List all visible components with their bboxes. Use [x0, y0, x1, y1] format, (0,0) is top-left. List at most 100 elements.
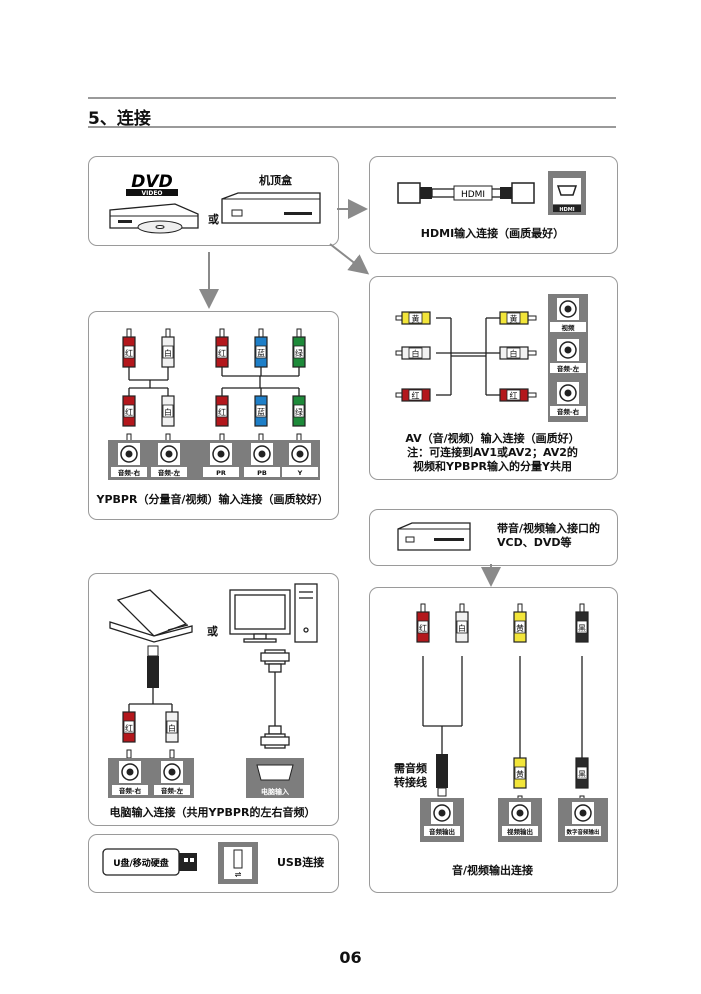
- rca-jack: 视频输出: [502, 802, 538, 836]
- jack-label: 数字音频输出: [566, 828, 600, 836]
- plug-color-label: 白: [458, 623, 466, 633]
- rca-plug: 绿: [292, 395, 306, 443]
- rca-plug: 蓝: [254, 395, 268, 443]
- flow-arrows: [199, 199, 501, 587]
- plug-color-label: 红: [419, 623, 427, 633]
- rca-jack: 音频-右: [112, 761, 148, 795]
- usb-port: ⇌: [218, 842, 258, 884]
- plug-color-label: 白: [510, 349, 518, 359]
- rca-jack: PB: [244, 443, 280, 477]
- rca-jack: 音频-右: [111, 443, 147, 477]
- pc-caption: 电脑输入连接（共用YPBPR的左右音频）: [109, 806, 316, 819]
- plug-color-label: 白: [412, 349, 420, 359]
- rca-plug: 黄: [395, 311, 431, 325]
- dvd-player: DVD VIDEO: [109, 172, 199, 234]
- rca-plug: 白: [165, 711, 179, 759]
- jack-label: 音频-右: [118, 468, 141, 477]
- rca-plug: 黄: [499, 311, 537, 325]
- ypbpr-caption: YPBPR（分量音/视频）输入连接（画质较好）: [96, 493, 329, 506]
- rca-plug: 红: [416, 603, 430, 643]
- rca-plug: 白: [395, 346, 431, 360]
- pc-audio-plugs: 红白: [122, 711, 179, 759]
- set-top-box: [221, 192, 321, 224]
- vga-cable: [260, 649, 290, 749]
- av-caption-line3: 视频和YPBPR输入的分量Y共用: [413, 460, 572, 473]
- jack-label: PR: [216, 469, 226, 477]
- rca-plug: 红: [122, 395, 136, 443]
- rca-plug: 蓝: [254, 328, 268, 368]
- section-title: 5、连接: [88, 109, 151, 129]
- rca-jack: 数字音频输出: [565, 802, 601, 836]
- rca-plug: 黄: [513, 603, 527, 643]
- jack-label: 音频-右: [557, 407, 580, 416]
- rca-plug: 红: [122, 328, 136, 368]
- jack-label: 音频-右: [119, 786, 142, 795]
- plug-color-label: 白: [164, 348, 172, 358]
- rca-jack: Y: [282, 443, 318, 477]
- adapter-label-line2: 转接线: [394, 776, 427, 789]
- ypbpr-wiring: [128, 367, 300, 396]
- vga-port-label: 电脑输入: [261, 787, 289, 796]
- plug-color-label: 黑: [578, 770, 586, 779]
- vcd-player: [397, 522, 471, 551]
- jack-label: 视频输出: [507, 827, 533, 836]
- av-plugs-left: 黄白红: [395, 311, 431, 402]
- plug-color-label: 白: [164, 407, 172, 417]
- dvd-logo-sub: VIDEO: [141, 190, 162, 197]
- jack-label: 音频输出: [429, 827, 455, 836]
- laptop-icon: [109, 589, 193, 643]
- plug-color-label: 绿: [295, 349, 303, 358]
- hdmi-caption: HDMI输入连接（画质最好）: [420, 227, 565, 240]
- rca-jack: 音频-左: [151, 443, 187, 477]
- rca-plug: 绿: [292, 328, 306, 368]
- rca-plug: 红: [499, 388, 537, 402]
- rca-plug: 红: [122, 711, 136, 759]
- desktop-computer-icon: [229, 583, 318, 643]
- usb-symbol-icon: ⇌: [235, 870, 242, 879]
- rca-jack: 音频-左: [550, 339, 586, 373]
- or-label-source: 或: [208, 213, 219, 226]
- header-rule-bottom: [88, 126, 616, 128]
- plug-color-label: 红: [125, 348, 133, 358]
- jack-label: 音频-左: [161, 786, 184, 795]
- av-out-bottom-plugs: 黄黑: [513, 757, 589, 805]
- plug-color-label: 白: [168, 723, 176, 733]
- rca-jack: 视频: [550, 298, 586, 332]
- av-out-wiring: [422, 656, 583, 758]
- av-out-plugs: 红白黄黑: [416, 603, 589, 643]
- hdmi-cable: HDMI: [397, 182, 535, 204]
- plug-color-label: 绿: [295, 408, 303, 417]
- jack-label: PB: [257, 469, 267, 477]
- rca-plug: 黑: [575, 757, 589, 805]
- hdmi-port-label: HDMI: [559, 207, 574, 213]
- rca-plug: 黑: [575, 603, 589, 643]
- rca-plug: 红: [215, 328, 229, 368]
- rca-plug: 黄: [513, 757, 527, 805]
- plug-color-label: 红: [412, 391, 420, 401]
- rca-plug: 白: [455, 603, 469, 643]
- av-out-caption: 音/视频输出连接: [451, 864, 534, 877]
- av-wiring: [436, 317, 500, 396]
- plug-color-label: 黄: [516, 769, 524, 779]
- usb-caption: USB连接: [277, 856, 325, 869]
- plug-color-label: 红: [218, 348, 226, 358]
- hdmi-cable-label: HDMI: [461, 190, 485, 200]
- ypbpr-plugs-top: 红白红蓝绿: [122, 328, 306, 368]
- jack-label: 音频-左: [158, 468, 181, 477]
- rca-jack: 音频-左: [154, 761, 190, 795]
- plug-color-label: 黄: [516, 623, 524, 633]
- ypbpr-plugs-bottom: 红白红蓝绿: [122, 395, 306, 443]
- plug-color-label: 黑: [578, 624, 586, 633]
- pc-audio-jacks: 音频-右 音频-左: [112, 761, 190, 795]
- rca-plug: 白: [499, 346, 537, 360]
- av-caption-line2: 注：可连接到AV1或AV2；AV2的: [407, 446, 578, 459]
- pc-audio-cable: [128, 645, 173, 712]
- plug-color-label: 黄: [412, 314, 420, 324]
- rca-jack: 音频-右: [550, 382, 586, 416]
- stb-label: 机顶盒: [259, 174, 292, 187]
- plug-color-label: 蓝: [257, 407, 265, 417]
- vcd-caption-line2: VCD、DVD等: [497, 536, 572, 549]
- vga-port: 电脑输入: [246, 758, 304, 798]
- plug-color-label: 黄: [510, 314, 518, 324]
